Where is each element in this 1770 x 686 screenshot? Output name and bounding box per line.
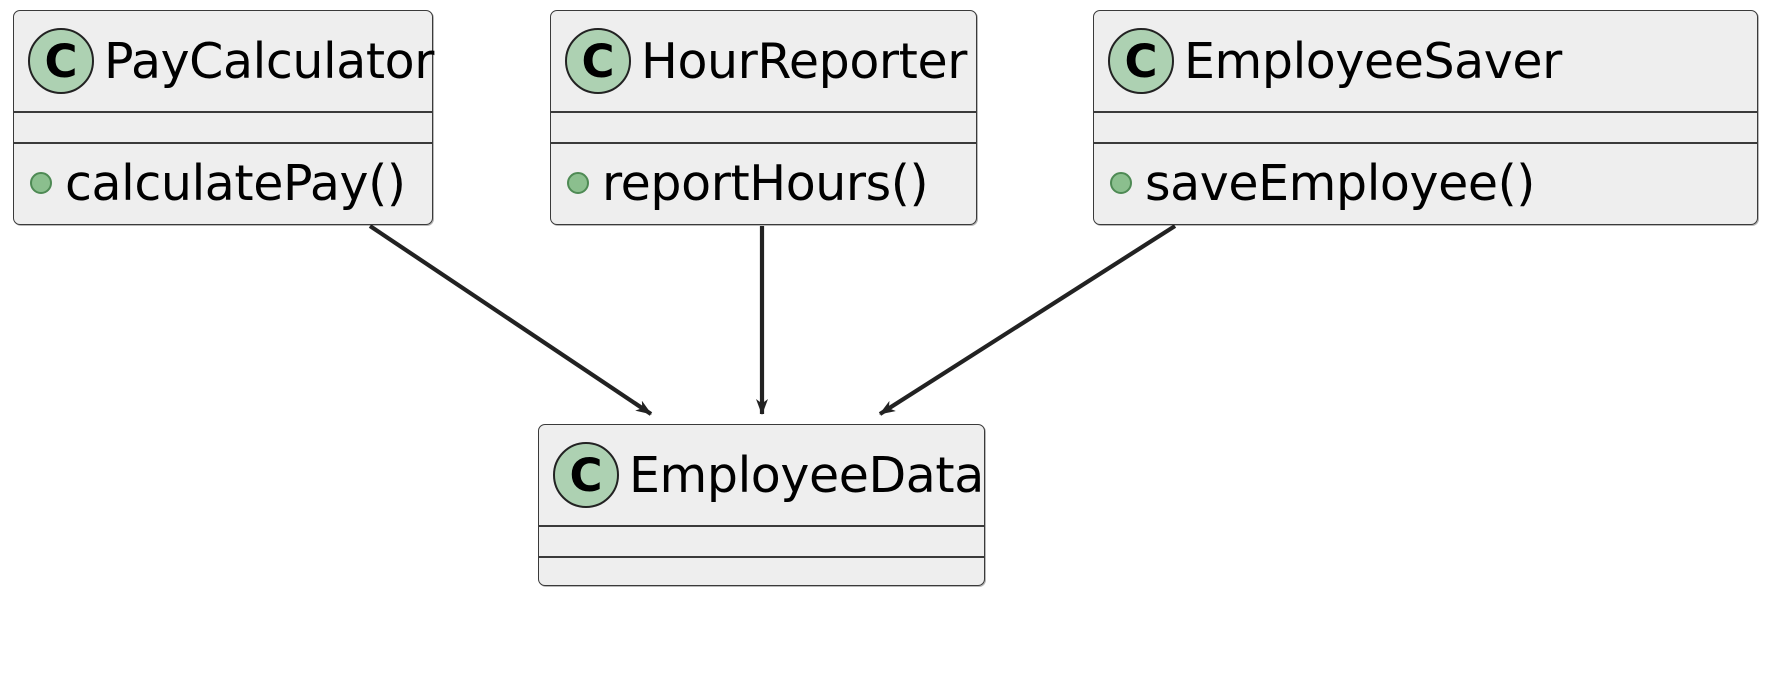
- methods-compartment: saveEmployee(): [1094, 144, 1757, 228]
- public-method-dot: [30, 172, 52, 194]
- method-label: reportHours(): [602, 154, 929, 212]
- method-row[interactable]: reportHours(): [567, 152, 964, 214]
- class-stereotype-icon: C: [553, 442, 619, 508]
- attributes-divider: [551, 142, 976, 144]
- header-divider: [1094, 111, 1757, 113]
- class-name-label: PayCalculator: [104, 32, 435, 90]
- attributes-divider: [1094, 142, 1757, 144]
- class-box-hour-reporter[interactable]: C HourReporter reportHours(): [550, 10, 977, 225]
- class-stereotype-icon: C: [1108, 28, 1174, 94]
- class-name-label: HourReporter: [641, 32, 967, 90]
- method-row[interactable]: calculatePay(): [30, 152, 420, 214]
- class-header-pay-calculator: C PayCalculator: [14, 11, 435, 111]
- attributes-compartment: [539, 527, 984, 556]
- attributes-divider: [539, 556, 984, 558]
- header-divider: [551, 111, 976, 113]
- class-box-pay-calculator[interactable]: C PayCalculator calculatePay(): [13, 10, 435, 228]
- class-box-employee-data[interactable]: C EmployeeData: [538, 424, 985, 586]
- class-name-label: EmployeeSaver: [1184, 32, 1562, 90]
- public-method-dot: [1110, 172, 1132, 194]
- class-box-employee-saver[interactable]: C EmployeeSaver saveEmployee(): [1093, 10, 1758, 225]
- public-method-dot: [567, 172, 589, 194]
- class-header-employee-data: C EmployeeData: [539, 425, 984, 525]
- method-row[interactable]: saveEmployee(): [1110, 152, 1745, 214]
- attributes-divider: [14, 142, 432, 144]
- attributes-compartment: [1094, 113, 1757, 142]
- method-label: calculatePay(): [65, 154, 406, 212]
- edge-pay-calculator-to-employee-data: [368, 224, 653, 416]
- header-divider: [539, 525, 984, 527]
- attributes-compartment: [551, 113, 976, 142]
- methods-compartment: [539, 558, 984, 587]
- methods-compartment: calculatePay(): [14, 144, 432, 228]
- method-label: saveEmployee(): [1145, 154, 1536, 212]
- class-header-hour-reporter: C HourReporter: [551, 11, 976, 111]
- class-header-employee-saver: C EmployeeSaver: [1094, 11, 1757, 111]
- class-stereotype-icon: C: [565, 28, 631, 94]
- class-stereotype-icon: C: [28, 28, 94, 94]
- header-divider: [14, 111, 432, 113]
- class-name-label: EmployeeData: [629, 446, 984, 504]
- edge-employee-saver-to-employee-data: [878, 224, 1177, 416]
- methods-compartment: reportHours(): [551, 144, 976, 228]
- attributes-compartment: [14, 113, 432, 142]
